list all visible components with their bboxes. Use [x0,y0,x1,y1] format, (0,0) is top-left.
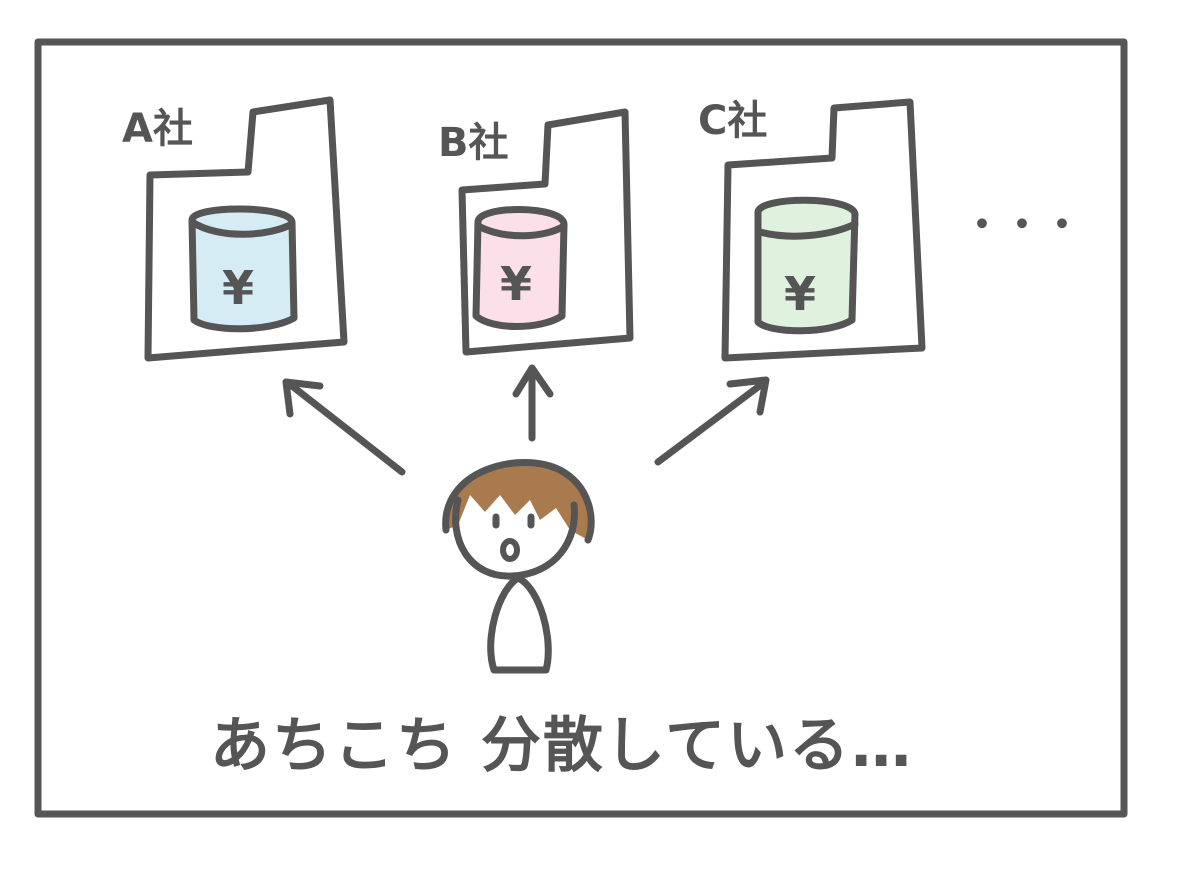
person-mouth [500,538,520,562]
company-b-jar [472,206,568,330]
company-c-jar-rim [756,220,859,240]
person-hair [445,462,592,540]
company-a-building: ¥ A社 [122,96,348,362]
company-b-building-outline [458,108,634,356]
company-c-label: C社 [698,98,767,144]
more-companies-indicator: ・・・ [962,202,1082,248]
company-a-yen-icon: ¥ [222,261,254,315]
company-a-label: A社 [122,106,193,152]
company-b-jar-rim [474,222,568,240]
arrow-to-company-c [654,376,770,466]
caption-text: あちこち 分散している… [210,711,913,781]
company-c-building: ¥ C社 [698,98,926,362]
person-figure [442,459,595,674]
person-body [487,574,552,674]
company-b-label: B社 [438,120,509,166]
company-a-jar-rim [188,218,296,238]
panel-frame [34,38,1128,818]
company-b-yen-icon: ¥ [500,257,532,311]
company-c-yen-icon: ¥ [784,267,816,321]
person-hair-outline [442,459,595,544]
company-c-building-outline [721,98,926,362]
company-a-building-outline [144,96,348,362]
company-b-building: ¥ B社 [438,108,634,356]
arrow-to-company-b [512,364,554,442]
company-a-jar [188,205,298,333]
arrow-to-company-a [282,378,406,476]
person-head [452,496,578,580]
